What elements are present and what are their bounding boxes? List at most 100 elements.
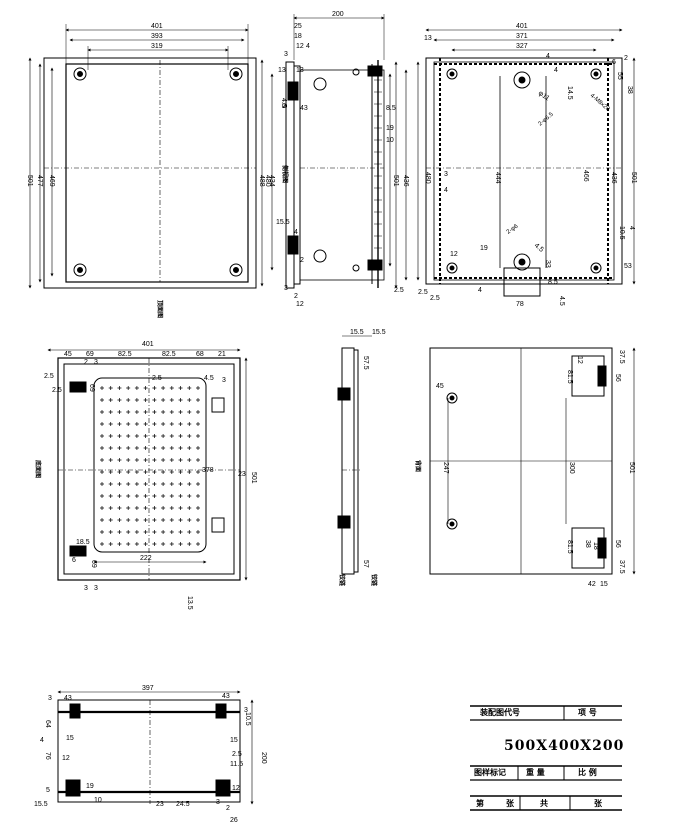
- knockout-mark: [152, 458, 157, 462]
- svg-text:43: 43: [64, 695, 72, 702]
- svg-text:69: 69: [86, 351, 94, 358]
- knockout-mark: [187, 446, 192, 450]
- dim-width-319: 319: [151, 43, 163, 50]
- knockout-mark: [187, 458, 192, 462]
- knockout-mark: [196, 482, 200, 486]
- knockout-mark: [196, 470, 200, 474]
- knockout-mark: [143, 458, 148, 462]
- knockout-mark: [117, 530, 122, 534]
- knockout-mark: [126, 434, 131, 438]
- knockout-mark: [134, 530, 139, 534]
- knockout-mark: [134, 506, 139, 510]
- knockout-mark: [161, 446, 166, 450]
- svg-text:12: 12: [296, 301, 304, 308]
- back-view-dims: 45 247 300 501 12 37.5 81.5 56 18 81.5 3…: [414, 350, 635, 588]
- svg-text:436: 436: [610, 172, 617, 184]
- knockout-mark: [117, 506, 122, 510]
- knockout-mark: [100, 398, 104, 402]
- svg-text:10.5: 10.5: [618, 226, 625, 240]
- knockout-mark: [161, 398, 166, 402]
- front-view-dims: 401 393 319 501 477 469 488 434 顶面图: [26, 23, 275, 318]
- title-block-grid: [470, 705, 622, 811]
- svg-text:43: 43: [300, 105, 308, 112]
- svg-text:4: 4: [294, 229, 298, 236]
- svg-text:38: 38: [584, 540, 591, 548]
- front-view: [28, 24, 274, 289]
- knockout-mark: [161, 494, 166, 498]
- svg-text:23: 23: [238, 471, 246, 478]
- hinge-side-dims: 15.5 15.5 57.5 57 铰链 铰链: [338, 329, 386, 587]
- knockout-mark: [187, 506, 192, 510]
- knockout-mark: [187, 482, 192, 486]
- knockout-mark: [117, 458, 122, 462]
- dim-height-469: 469: [48, 175, 55, 187]
- title-block-sheet-unit-label: 张: [506, 799, 514, 808]
- knockout-mark: [126, 482, 131, 486]
- knockout-mark: [178, 518, 183, 522]
- svg-text:68: 68: [196, 351, 204, 358]
- knockout-mark: [108, 494, 113, 498]
- svg-text:401: 401: [516, 23, 528, 30]
- svg-text:13: 13: [424, 35, 432, 42]
- dim-width-401: 401: [151, 23, 163, 30]
- svg-text:12: 12: [450, 251, 458, 258]
- knockout-mark: [143, 506, 148, 510]
- knockout-mark: [143, 470, 148, 474]
- svg-text:φ11: φ11: [537, 90, 551, 103]
- knockout-mark: [161, 542, 166, 546]
- knockout-mark: [161, 434, 166, 438]
- knockout-mark: [196, 398, 200, 402]
- svg-text:13: 13: [278, 67, 286, 74]
- svg-text:56: 56: [614, 374, 621, 382]
- knockout-mark: [134, 398, 139, 402]
- knockout-mark: [152, 542, 157, 546]
- svg-text:501: 501: [628, 462, 635, 474]
- svg-text:19: 19: [480, 245, 488, 252]
- knockout-mark: [152, 494, 157, 498]
- knockout-grid: [100, 386, 200, 546]
- knockout-mark: [178, 410, 183, 414]
- knockout-mark: [169, 506, 174, 510]
- knockout-mark: [100, 482, 104, 486]
- knockout-mark: [196, 518, 200, 522]
- hinge-bracket-icon: [287, 65, 383, 271]
- knockout-mark: [196, 422, 200, 426]
- bottom-view-label: 底面图: [34, 460, 42, 478]
- knockout-mark: [100, 494, 104, 498]
- knockout-mark: [108, 506, 113, 510]
- svg-text:铰链: 铰链: [370, 574, 378, 587]
- dim-depth-200: 200: [332, 11, 344, 18]
- knockout-mark: [134, 434, 139, 438]
- knockout-mark: [126, 422, 131, 426]
- knockout-mark: [178, 434, 183, 438]
- knockout-mark: [100, 542, 104, 546]
- svg-text:18.5: 18.5: [76, 539, 90, 546]
- svg-text:19: 19: [386, 125, 394, 132]
- knockout-mark: [126, 458, 131, 462]
- title-block-weight-label: 重 量: [526, 768, 545, 777]
- knockout-mark: [161, 458, 166, 462]
- svg-text:14.5: 14.5: [566, 86, 573, 100]
- knockout-mark: [178, 398, 183, 402]
- knockout-mark: [126, 470, 131, 474]
- svg-text:13: 13: [296, 67, 304, 74]
- svg-text:3: 3: [222, 377, 226, 384]
- svg-text:2.5: 2.5: [52, 387, 62, 394]
- knockout-mark: [187, 494, 192, 498]
- knockout-mark: [187, 410, 192, 414]
- bottom-view-dims: 401 45 69 82.5 82.5 68 21 2 3 2.5 2.5 69…: [34, 341, 257, 610]
- knockout-mark: [152, 398, 157, 402]
- hinge-side-view: [337, 335, 372, 575]
- svg-text:23: 23: [156, 801, 164, 808]
- svg-text:397: 397: [142, 685, 154, 692]
- knockout-mark: [117, 422, 122, 426]
- knockout-mark: [161, 518, 166, 522]
- svg-text:56: 56: [614, 540, 621, 548]
- svg-text:57.5: 57.5: [362, 356, 369, 370]
- svg-text:78: 78: [516, 301, 524, 308]
- knockout-mark: [108, 530, 113, 534]
- svg-text:15: 15: [600, 581, 608, 588]
- title-block-sheet-no-label: 第: [476, 799, 484, 808]
- svg-text:2.5: 2.5: [394, 287, 404, 294]
